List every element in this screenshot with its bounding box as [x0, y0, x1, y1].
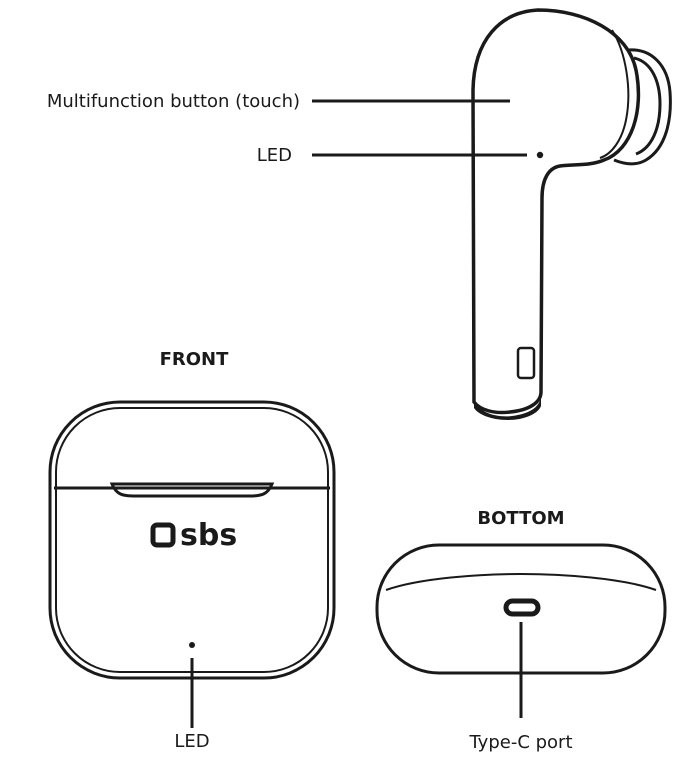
earbud-led-label: LED [257, 145, 292, 166]
sbs-logo-text: sbs [180, 518, 237, 553]
earbud-illustration [471, 8, 672, 420]
earbud-contact-icon [516, 346, 536, 380]
earbud-led-dot [536, 151, 544, 159]
type-c-port-icon [503, 598, 541, 617]
case-led-dot [189, 642, 195, 648]
sbs-logo-icon: sbs [150, 518, 237, 553]
case-led-label: LED [174, 731, 209, 752]
front-heading: FRONT [160, 349, 230, 370]
bottom-heading: BOTTOM [477, 508, 564, 529]
type-c-port-label: Type-C port [468, 732, 572, 753]
multifunction-button-label: Multifunction button (touch) [47, 91, 300, 112]
